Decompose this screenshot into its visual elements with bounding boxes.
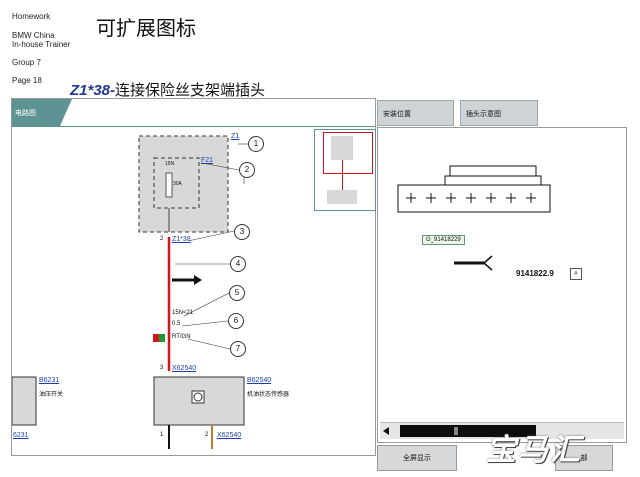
- connector-svg: [397, 165, 551, 271]
- connector-panel: G_91418229 9141822.9 ⌕: [377, 127, 627, 443]
- tab-underline: [12, 126, 375, 127]
- slide-title: 可扩展图标: [96, 16, 196, 40]
- scroll-thumb[interactable]: [400, 425, 536, 437]
- callout-1: 1: [248, 136, 264, 152]
- page-label: Page 18: [12, 76, 42, 85]
- leader-6: [181, 320, 229, 327]
- right-action-button[interactable]: 部: [555, 445, 613, 471]
- overview-sensor: [327, 190, 357, 204]
- circuit-svg: [12, 135, 248, 449]
- sensor-ref[interactable]: B62540: [247, 377, 272, 384]
- tab-install-location-label: 安装位置: [383, 110, 411, 118]
- watermark-logo: 宝马汇: [486, 434, 582, 467]
- subtitle-text: 连接保险丝支架端插头: [115, 82, 266, 99]
- tab-circuit-diagram-label: 电路图: [15, 109, 36, 117]
- part-label[interactable]: G_91418229: [422, 235, 465, 245]
- zoom-icon[interactable]: ⌕: [570, 268, 582, 280]
- slide-subtitle: Z1*38-连接保险丝支架端插头: [70, 79, 265, 100]
- overview-wire: [342, 160, 343, 200]
- fuse-15n-label: 15N: [165, 161, 175, 167]
- bottom-pin1: 1: [160, 432, 164, 438]
- left-component-bottom-ref[interactable]: 6231: [13, 432, 29, 439]
- sensor-connector-pin: 3: [160, 365, 164, 371]
- overview-fuse: [331, 136, 353, 160]
- bottom-pin2: 2: [205, 432, 209, 438]
- left-component-ref[interactable]: B6231: [39, 377, 60, 384]
- fuse-rating: 30A: [173, 181, 182, 187]
- leader-5: [183, 292, 230, 317]
- bottom-connector-ref[interactable]: X62540: [217, 432, 242, 439]
- callout-5: 5: [229, 285, 245, 301]
- color-chip-green: [159, 334, 165, 342]
- leader-7: [187, 338, 231, 350]
- part-number: 9141822.9: [516, 269, 554, 278]
- group-label: Group 7: [12, 58, 41, 67]
- plug-pins: [406, 193, 536, 203]
- wire-gauge: 0.5: [172, 321, 181, 327]
- callout-2: 2: [239, 162, 255, 178]
- scroll-left-arrow-icon[interactable]: [383, 427, 389, 435]
- overview-thumbnail[interactable]: [314, 129, 376, 211]
- leader-2: [201, 162, 240, 171]
- fuse-frame: [153, 157, 200, 209]
- callout-3: 3: [234, 224, 250, 240]
- leader-3: [187, 230, 235, 242]
- fuse-box: [138, 135, 229, 233]
- trainer-line2: In-house Trainer: [12, 40, 71, 49]
- homework-label: Homework: [12, 12, 51, 21]
- tab-install-location[interactable]: 安装位置: [377, 100, 454, 126]
- left-component-box: [12, 376, 37, 426]
- tab-circuit-diagram[interactable]: 电路图: [12, 99, 60, 126]
- color-chip-red: [153, 334, 159, 342]
- callout-7: 7: [230, 341, 246, 357]
- callout-6: 6: [228, 313, 244, 329]
- subtitle-code: Z1*38-: [70, 82, 116, 99]
- left-component-name: 油压开关: [39, 392, 64, 398]
- fuse-element: [165, 172, 173, 198]
- sensor-name: 机油状态传感器: [247, 392, 290, 398]
- circuit-diagram-panel: 电路图: [11, 98, 376, 456]
- tab-corner: [60, 99, 72, 126]
- sensor-circle: [193, 392, 203, 402]
- tab-plug-diagram-label: 插头示意图: [466, 110, 501, 118]
- trainer-line1: BMW China: [12, 31, 55, 40]
- overview-viewport[interactable]: [323, 132, 373, 174]
- fullscreen-button[interactable]: 全屏显示: [377, 445, 457, 471]
- sensor-connector-ref[interactable]: X62540: [172, 365, 197, 372]
- tab-plug-diagram[interactable]: 插头示意图: [460, 100, 538, 126]
- horizontal-scrollbar[interactable]: [380, 422, 624, 439]
- connector-ref[interactable]: Z1*38: [172, 236, 191, 243]
- fuse-ref[interactable]: F21: [201, 157, 214, 164]
- fuse-box-ref[interactable]: Z1: [231, 133, 240, 140]
- arrow-head: [194, 275, 202, 285]
- scroll-thumb-grip: [454, 427, 458, 435]
- callout-4: 4: [230, 256, 246, 272]
- harness-split: [483, 255, 493, 271]
- wire-signal: 15N<21: [172, 310, 194, 316]
- wire-color-code: RT/GN: [172, 334, 191, 340]
- connector-pin: 2: [160, 236, 164, 242]
